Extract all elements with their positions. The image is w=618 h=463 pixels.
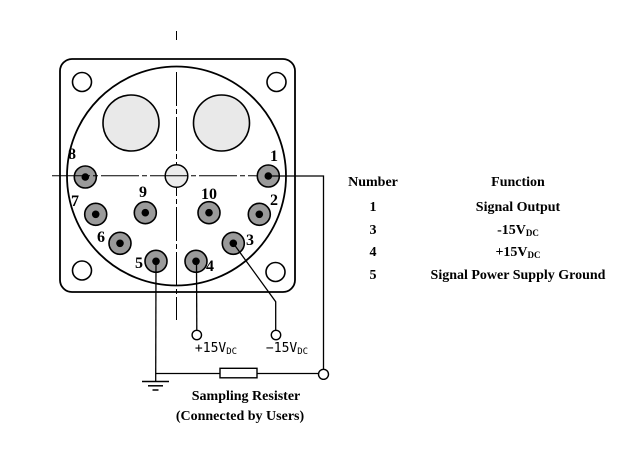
table-header-function: Function — [491, 175, 545, 190]
pin-2-label: 2 — [270, 192, 278, 209]
mounting-hole-top-right — [266, 71, 287, 93]
pin-6-label: 6 — [97, 229, 105, 246]
pin-3-label: 3 — [246, 232, 254, 249]
terminal-circle-minus15 — [270, 329, 282, 341]
pin-10-label: 10 — [201, 186, 217, 203]
plus15vdc-label: +15VDC — [194, 341, 238, 357]
pin-1-label: 1 — [270, 148, 278, 165]
mounting-hole-top-left — [71, 71, 93, 93]
table-row-function: +15VDC — [495, 245, 541, 260]
terminal-circle-output — [317, 368, 330, 380]
pin-9-label: 9 — [139, 184, 147, 201]
pin-2 — [247, 202, 272, 227]
table-row-function: Signal Output — [475, 199, 561, 215]
pin-8 — [73, 165, 98, 189]
pin-9 — [133, 200, 158, 225]
table-row-number: 5 — [369, 268, 377, 283]
pin-5-label: 5 — [135, 255, 143, 272]
wire-pin3-minus15 — [232, 242, 277, 331]
pin-6 — [108, 231, 132, 256]
pin-8-label: 8 — [68, 146, 76, 163]
ground-icon — [142, 380, 169, 391]
resistor-symbol — [219, 367, 258, 379]
table-row-function: -15VDC — [497, 222, 539, 238]
sampling-resistor-caption: Sampling Resister — [191, 389, 301, 404]
keyway-hole-right — [192, 94, 251, 152]
mounting-hole-bottom-right — [265, 261, 286, 283]
table-row-number: 1 — [369, 199, 377, 215]
connected-by-users-caption: (Connected by Users) — [175, 409, 305, 424]
pin-4-label: 4 — [206, 258, 214, 275]
pin-4 — [184, 249, 208, 274]
pin-7-label: 7 — [71, 193, 79, 210]
wire-pin1-output — [268, 175, 325, 370]
table-row-function: Signal Power Supply Ground — [430, 268, 606, 283]
table-row-number: 3 — [369, 222, 377, 238]
mounting-hole-bottom-left — [71, 260, 93, 281]
terminal-circle-plus15 — [191, 329, 203, 341]
pin-10 — [197, 200, 221, 225]
table-header-number: Number — [348, 175, 398, 190]
table-row-number: 4 — [369, 245, 377, 260]
keyway-hole-left — [102, 94, 160, 152]
minus15vdc-label: −15VDC — [265, 341, 309, 357]
pin-7 — [83, 202, 108, 227]
